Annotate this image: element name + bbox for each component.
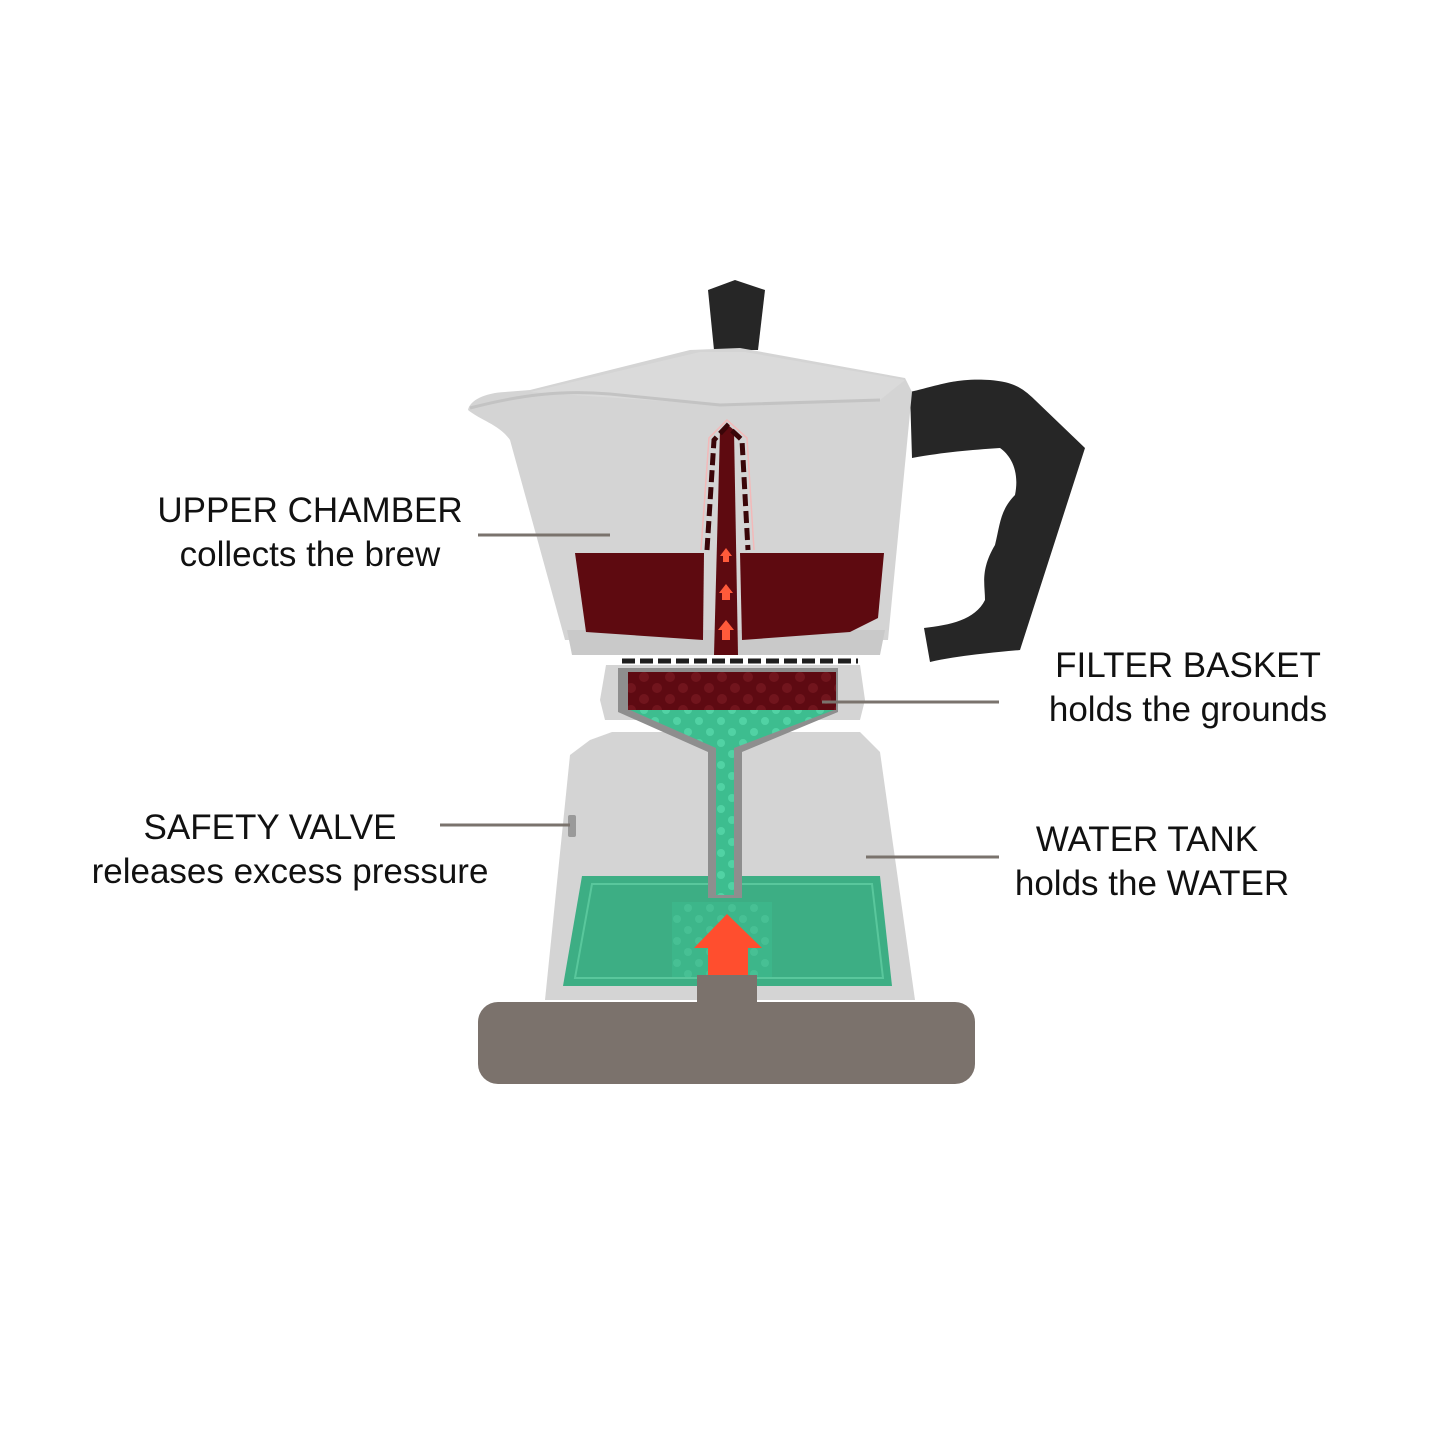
label-safety-valve: SAFETY VALVE releases excess pressure — [60, 806, 520, 894]
leader-lines — [440, 533, 999, 859]
up-arrow-icon — [694, 914, 762, 978]
label-upper-chamber: UPPER CHAMBER collects the brew — [130, 489, 490, 577]
spout-column — [700, 418, 755, 655]
label-title: SAFETY VALVE — [143, 808, 397, 847]
label-subtitle: collects the brew — [179, 535, 441, 574]
label-subtitle: releases excess pressure — [91, 852, 489, 891]
filter-basket-funnel — [618, 668, 838, 898]
small-up-arrow-icon — [718, 548, 734, 640]
label-title: UPPER CHAMBER — [157, 491, 463, 530]
rising-water — [630, 710, 834, 895]
label-title: FILTER BASKET — [1055, 646, 1321, 685]
label-subtitle: holds the WATER — [1014, 864, 1290, 903]
label-water-tank: WATER TANK holds the WATER — [992, 818, 1312, 906]
burner-icon — [478, 975, 975, 1084]
coffee-grounds — [628, 672, 836, 710]
label-title: WATER TANK — [1035, 820, 1259, 859]
lid-knob-icon — [708, 280, 765, 350]
label-subtitle: holds the grounds — [1048, 690, 1328, 729]
safety-valve-icon — [568, 815, 576, 837]
handle-icon — [910, 379, 1085, 662]
label-filter-basket: FILTER BASKET holds the grounds — [1018, 644, 1358, 732]
brewed-coffee — [575, 553, 884, 640]
